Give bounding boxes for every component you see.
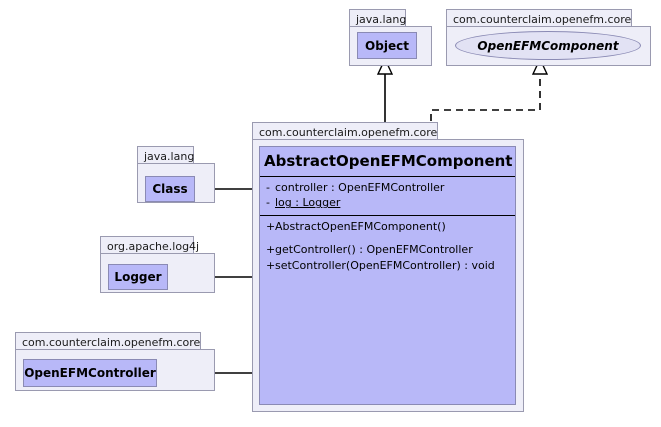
package-tab-label: org.apache.log4j [100, 236, 199, 254]
class-node-object[interactable]: Object [357, 32, 417, 59]
package-tab-label: com.counterclaim.openefm.core [252, 122, 438, 140]
attribute-text: log : Logger [275, 196, 341, 210]
class-node-abstractopenefmcomponent[interactable]: AbstractOpenEFMComponent -controller : O… [259, 146, 516, 405]
package-tab-label: com.counterclaim.openefm.core [15, 332, 201, 350]
class-node-logger[interactable]: Logger [108, 264, 168, 290]
visibility-marker: + [266, 220, 276, 234]
package-tab-label: java.lang [349, 9, 406, 27]
constructor-row: +AbstractOpenEFMComponent() [266, 219, 509, 235]
package-tab-label: java.lang [137, 146, 194, 164]
attribute-row: -log : Logger [266, 195, 509, 211]
class-title: AbstractOpenEFMComponent [260, 147, 515, 177]
visibility-marker: + [266, 243, 276, 257]
package-tab-label: com.counterclaim.openefm.core [446, 9, 632, 27]
attribute-text: controller : OpenEFMController [275, 180, 445, 194]
class-node-class[interactable]: Class [145, 176, 195, 202]
class-attributes-compartment: -controller : OpenEFMController -log : L… [260, 177, 515, 217]
attribute-row: -controller : OpenEFMController [266, 180, 509, 196]
method-text: getController() : OpenEFMController [275, 243, 473, 257]
method-row: +getController() : OpenEFMController [266, 242, 509, 258]
class-operations-compartment: +AbstractOpenEFMComponent() +getControll… [260, 216, 515, 278]
method-text: setController(OpenEFMController) : void [275, 259, 495, 273]
method-row: +setController(OpenEFMController) : void [266, 258, 509, 274]
constructor-text: AbstractOpenEFMComponent() [275, 220, 446, 234]
visibility-marker: - [266, 196, 270, 210]
class-node-openefmcontroller[interactable]: OpenEFMController [23, 359, 157, 387]
interface-node-openefmcomponent[interactable]: OpenEFMComponent [455, 31, 641, 60]
visibility-marker: + [266, 259, 276, 273]
realization-to-openefmcomponent [430, 57, 549, 145]
visibility-marker: - [266, 180, 270, 194]
